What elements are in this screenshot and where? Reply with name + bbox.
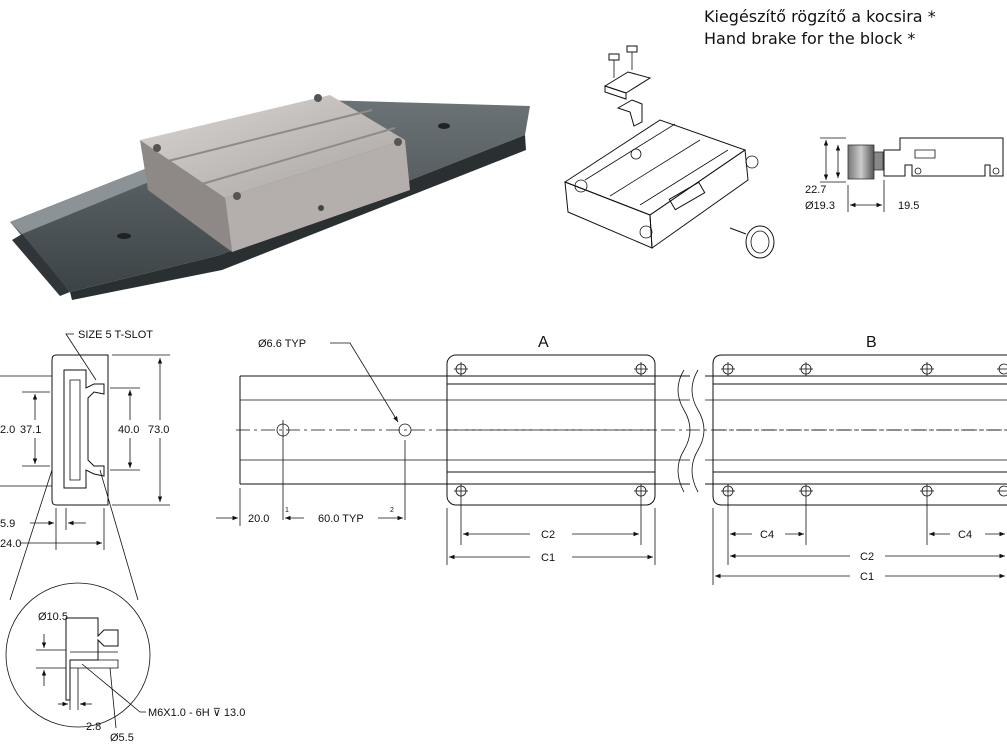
section-dim-2: 37.1 xyxy=(20,424,41,436)
section-dim-1: 2.0 xyxy=(0,424,15,436)
block-b-c2: C2 xyxy=(860,551,874,563)
section-dim-5: 5.9 xyxy=(0,518,15,530)
section-dim-4: 73.0 xyxy=(148,424,169,436)
caption-english: Hand brake for the block * xyxy=(704,29,916,48)
block-b-label: B xyxy=(866,334,877,351)
detail-dim-a: Ø10.5 xyxy=(38,611,68,623)
hole-note-2: 2 xyxy=(390,507,394,514)
block-a-label: A xyxy=(538,334,549,351)
rail-dim-pitch: 60.0 TYP xyxy=(318,513,364,525)
brake-dim-length: 19.5 xyxy=(898,200,919,212)
detail-circle: Ø10.5 2.8 Ø5.5 M6X1.0 - 6H ⊽ 13.0 xyxy=(5,582,245,744)
block-b-c4-right: C4 xyxy=(958,529,972,541)
rail-dim-offset: 20.0 xyxy=(248,513,269,525)
rail-section-view: SIZE 5 T-SLOT 2.0 37.1 40.0 73.0 5.9 24.… xyxy=(0,329,170,601)
detail-dim-c: Ø5.5 xyxy=(110,732,134,744)
block-b-c4-left: C4 xyxy=(760,529,774,541)
hand-brake-exploded-view xyxy=(563,45,775,259)
hole-note-1: 1 xyxy=(285,507,289,514)
product-photo xyxy=(10,94,530,300)
section-dim-6: 24.0 xyxy=(0,538,21,550)
detail-thread: M6X1.0 - 6H ⊽ 13.0 xyxy=(148,707,245,719)
block-a-c1: C1 xyxy=(541,552,555,564)
rail-hole-label: Ø6.6 TYP xyxy=(258,338,306,350)
section-dim-3: 40.0 xyxy=(118,424,139,436)
brake-dimension-view: 22.7 Ø19.3 19.5 xyxy=(805,137,1004,212)
rail-plan-view: Ø6.6 TYP 20.0 60.0 TYP 1 2 A C2 C1 xyxy=(216,334,1007,585)
caption-hungarian: Kiegészítő rögzítő a kocsira * xyxy=(704,7,936,26)
brake-dim-height: 22.7 xyxy=(805,184,826,196)
block-a-c2: C2 xyxy=(541,529,555,541)
tslot-label: SIZE 5 T-SLOT xyxy=(78,329,153,341)
block-b-c1: C1 xyxy=(860,571,874,583)
detail-dim-b: 2.8 xyxy=(86,721,101,733)
brake-dim-diameter: Ø19.3 xyxy=(805,200,835,212)
